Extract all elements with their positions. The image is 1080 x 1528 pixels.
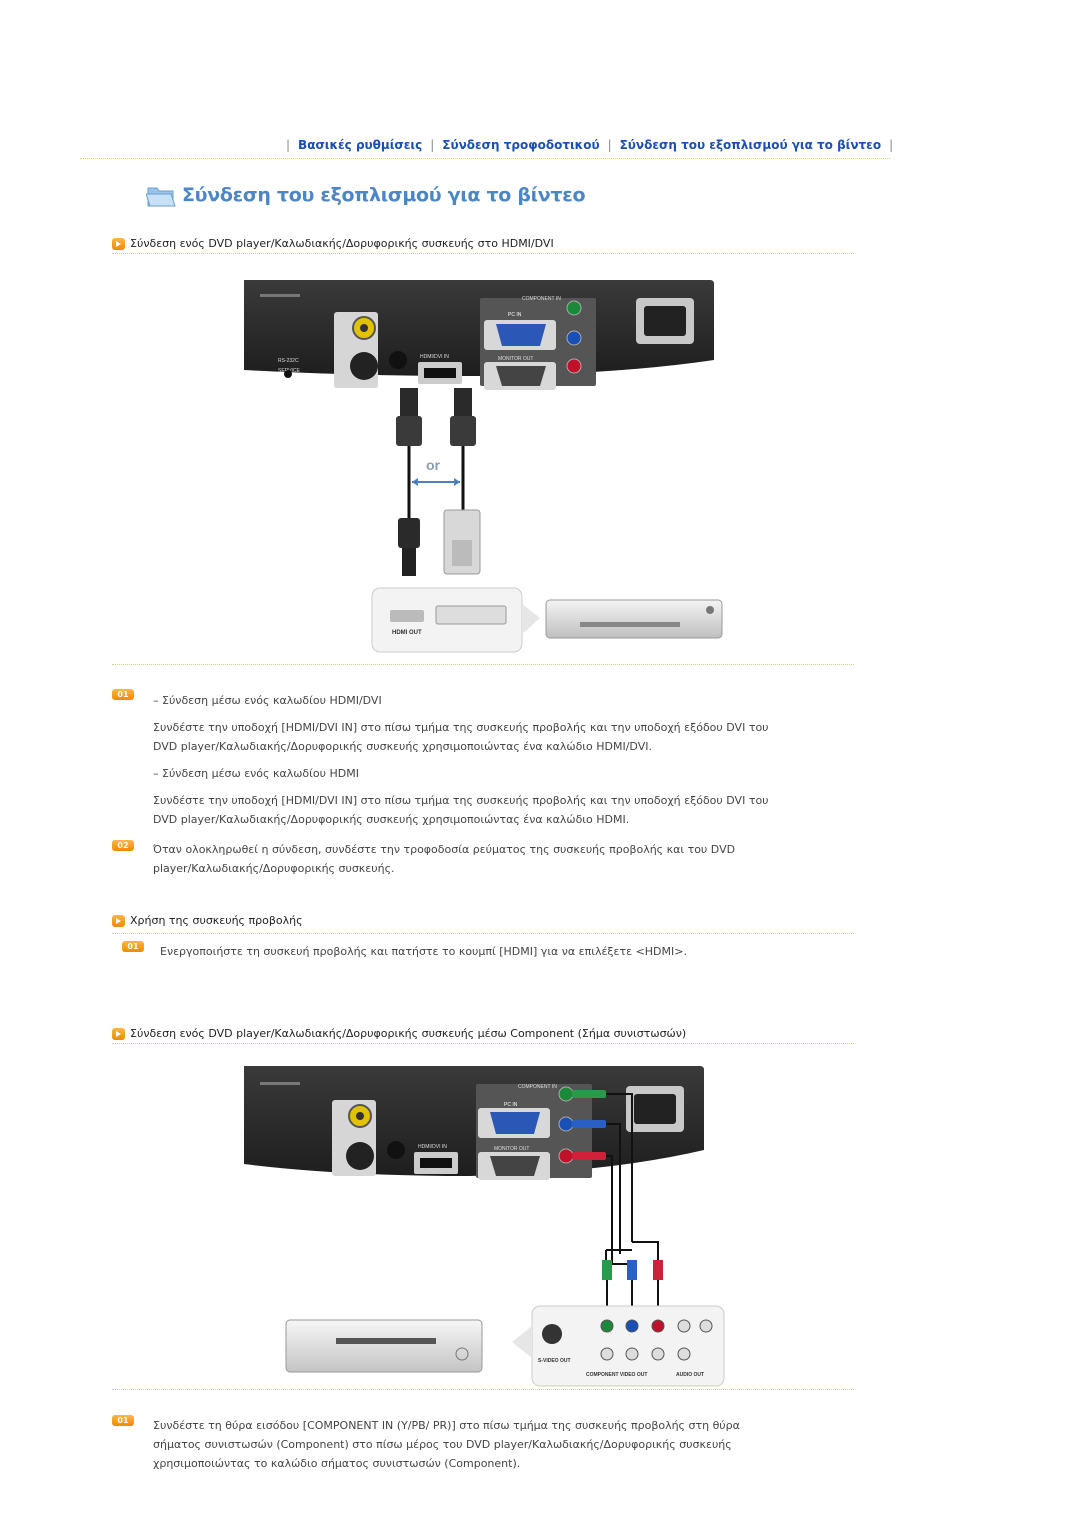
green-rca-plug-icon [602,1260,612,1280]
component-pb-jack-icon [566,330,582,346]
hdmi-out-port [390,610,424,622]
divider [112,1389,854,1390]
page-title: Σύνδεση του εξοπλισμού για το βίντεο [182,184,586,206]
s-video-out-jack-icon [542,1324,562,1344]
section-heading-hdmi: Σύνδεση ενός DVD player/Καλωδιακής/Δορυφ… [112,237,554,250]
step-line: – Σύνδεση μέσω ενός καλωδίου HDMI/DVI [153,694,382,707]
step-line: Συνδέστε την υποδοχή [HDMI/DVI IN] στο π… [153,721,769,734]
divider [112,933,854,934]
breadcrumb-separator: | [889,138,894,152]
step-line: player/Καλωδιακής/Δορυφορικής συσκευής. [153,862,395,875]
component-pr-jack-icon [558,1148,574,1164]
step-line: – Σύνδεση μέσω ενός καλωδίου HDMI [153,767,359,780]
hdmi-dvi-in-label: HDMI/DVI IN [420,354,449,360]
blue-rca-plug-icon [627,1260,637,1280]
step-line: σήματος συνιστωσών (Component) στο πίσω … [153,1438,732,1451]
component-video-out-label: COMPONENT VIDEO OUT [586,1372,647,1378]
divider [112,1043,854,1044]
component-in-label: COMPONENT IN [518,1084,557,1090]
divider [80,158,890,159]
step-line: Όταν ολοκληρωθεί η σύνδεση, συνδέστε την… [153,843,736,856]
section-heading-text: Σύνδεση ενός DVD player/Καλωδιακής/Δορυφ… [130,1027,687,1040]
step-line: DVD player/Καλωδιακής/Δορυφορικής συσκευ… [153,740,652,753]
monitor-out-label: MONITOR OUT [498,356,533,362]
section-heading-use: Χρήση της συσκευής προβολής [112,914,303,927]
pc-in-label: PC IN [508,312,522,318]
step-text: Συνδέστε τη θύρα εισόδου [COMPONENT IN (… [153,1416,853,1473]
orange-arrow-bullet-icon [112,237,125,250]
step-line: Ενεργοποιήστε τη συσκευή προβολής και πα… [160,945,687,958]
step-badge: 01 [112,1415,134,1426]
red-rca-plug-icon [653,1260,663,1280]
rs232c-label: RS-232C [278,358,299,364]
breadcrumb-separator: | [430,138,435,152]
s-video-jack-icon [346,1142,374,1170]
step-text: Όταν ολοκληρωθεί η σύνδεση, συνδέστε την… [153,840,853,878]
orange-arrow-bullet-icon [112,914,125,927]
breadcrumb-power-connection[interactable]: Σύνδεση τροφοδοτικού [442,138,600,152]
step-line: Συνδέστε την υποδοχή [HDMI/DVI IN] στο π… [153,794,769,807]
page-title-block: Σύνδεση του εξοπλισμού για το βίντεο [146,182,586,208]
breadcrumb-separator: | [607,138,612,152]
or-label: or [426,457,441,473]
s-video-jack-icon [350,352,378,380]
section-heading-text: Χρήση της συσκευής προβολής [130,914,303,927]
dvd-player-icon [545,599,723,639]
step-line: DVD player/Καλωδιακής/Δορυφορικής συσκευ… [153,813,630,826]
step-badge: 01 [112,689,134,700]
hdmi-connection-diagram: RS-232C SERVICE HDMI/DVI IN COMPONENT IN… [244,280,723,653]
breadcrumb-video-connection[interactable]: Σύνδεση του εξοπλισμού για το βίντεο [619,138,882,152]
power-button-icon [389,351,407,369]
component-y-jack-icon [558,1086,574,1102]
section-heading-text: Σύνδεση ενός DVD player/Καλωδιακής/Δορυφ… [130,237,554,250]
section-heading-component: Σύνδεση ενός DVD player/Καλωδιακής/Δορυφ… [112,1027,686,1040]
hdmi-out-label: HDMI OUT [392,630,422,636]
step-text: – Σύνδεση μέσω ενός καλωδίου HDMI/DVI Συ… [153,691,853,829]
audio-out-label: AUDIO OUT [676,1372,704,1378]
component-connection-diagram: HDMI/DVI IN COMPONENT IN PC IN MONITOR O… [244,1066,725,1387]
step-badge: 01 [122,941,144,952]
breadcrumb: | Βασικές ρυθμίσεις | Σύνδεση τροφοδοτικ… [278,138,901,152]
breadcrumb-separator: | [286,138,291,152]
dvi-out-port [435,605,507,625]
divider [112,253,854,254]
dvd-player-icon [285,1319,483,1373]
component-y-jack-icon [566,300,582,316]
step-badge: 02 [112,840,134,851]
component-pb-jack-icon [558,1116,574,1132]
component-in-label: COMPONENT IN [522,296,561,302]
folder-icon [146,187,176,207]
step-line: χρησιμοποιώντας το καλώδιο σήματος συνισ… [153,1457,521,1470]
component-pr-jack-icon [566,358,582,374]
divider [112,664,854,665]
breadcrumb-basic-settings[interactable]: Βασικές ρυθμίσεις [298,138,423,152]
power-button-icon [387,1141,405,1159]
s-video-out-label: S-VIDEO OUT [538,1358,571,1364]
orange-arrow-bullet-icon [112,1027,125,1040]
pc-in-label: PC IN [504,1102,518,1108]
step-line: Συνδέστε τη θύρα εισόδου [COMPONENT IN (… [153,1419,740,1432]
hdmi-dvi-in-label: HDMI/DVI IN [418,1144,447,1150]
monitor-out-label: MONITOR OUT [494,1146,529,1152]
